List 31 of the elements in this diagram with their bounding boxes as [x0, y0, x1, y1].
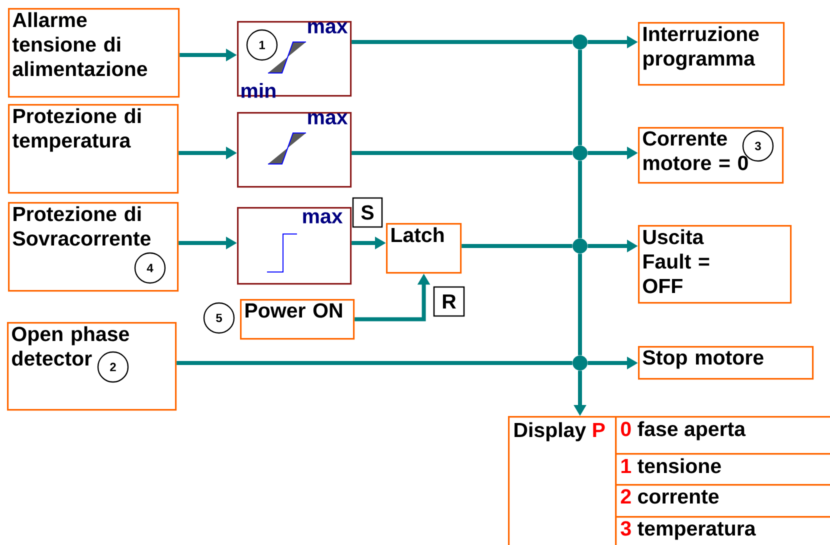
connector-line [578, 254, 582, 356]
connector-line [462, 244, 572, 248]
table-row: 2 corrente [615, 484, 830, 518]
connector-line [352, 40, 572, 44]
signal-box: Power ON [240, 299, 355, 340]
table-row: 1 tensione [615, 453, 830, 486]
signal-box: Allarme tensione di alimentazione [8, 8, 180, 98]
table-row: 0 fase aperta [615, 416, 830, 455]
callout-number: 1 [246, 29, 278, 61]
junction-dot [572, 146, 588, 160]
letter-box: R [433, 286, 465, 317]
junction-dot [572, 238, 588, 254]
connector-line [176, 361, 572, 365]
table-row: 3 temperatura [615, 516, 830, 545]
threshold-box: max [237, 112, 352, 188]
callout-number: 4 [134, 252, 166, 284]
letter-box: S [352, 197, 383, 228]
callout-number: 5 [203, 302, 235, 334]
junction-dot [572, 34, 588, 50]
junction-dot [572, 356, 588, 370]
connector-line [352, 151, 572, 155]
action-box: Stop motore [638, 346, 814, 380]
callout-number: 2 [97, 351, 129, 383]
display-box: Display P [508, 416, 617, 545]
connector-line [578, 50, 582, 146]
threshold-box: max [237, 207, 352, 285]
connector-line [578, 160, 582, 238]
action-box: Interruzione programma [638, 22, 785, 86]
latch-box: Latch [386, 222, 462, 274]
signal-box: Protezione di temperatura [8, 104, 179, 194]
action-box: Uscita Fault = OFF [638, 225, 792, 304]
